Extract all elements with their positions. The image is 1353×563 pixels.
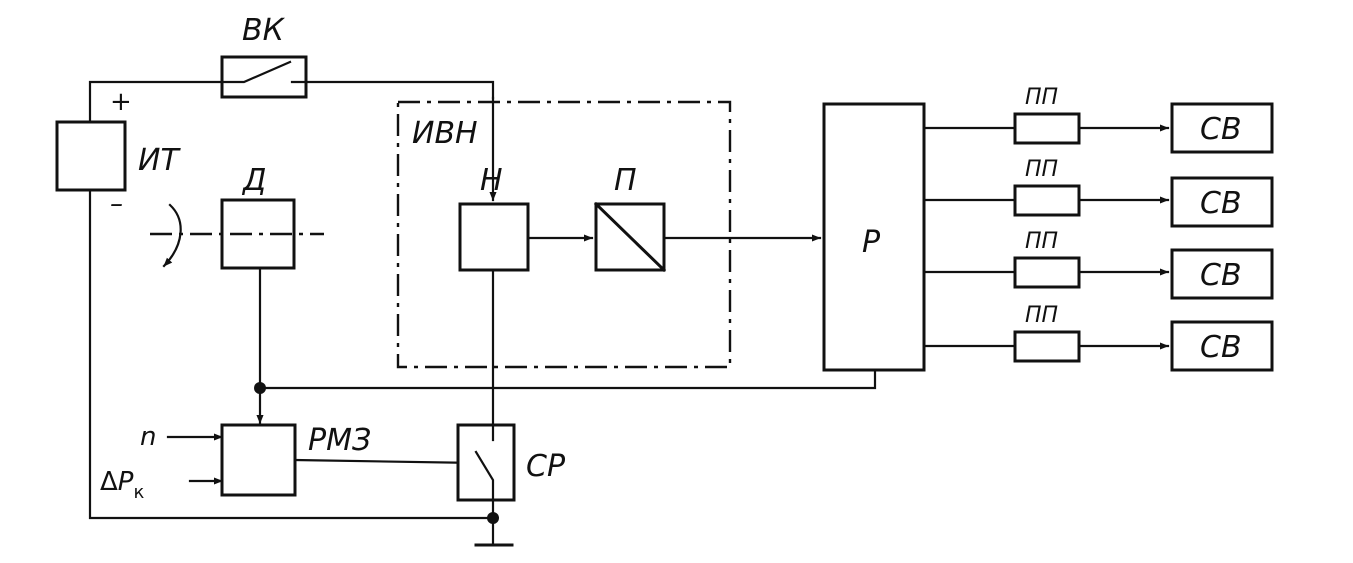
pp-block-4 bbox=[1013, 330, 1081, 363]
plus-label: + bbox=[110, 87, 132, 117]
sv-block-2 bbox=[1170, 176, 1274, 228]
pp-label-4: ПП bbox=[1025, 303, 1058, 328]
n-input-label: n bbox=[140, 422, 156, 452]
sr-switch-contacts bbox=[474, 423, 495, 502]
rmz-block bbox=[220, 423, 297, 497]
p-block-label: П bbox=[614, 163, 637, 198]
r-block bbox=[822, 102, 926, 372]
wire-rmz-to-sr bbox=[293, 458, 479, 467]
dp-subscript: к bbox=[133, 482, 144, 503]
pp-block-3 bbox=[1013, 256, 1081, 289]
sv-label-2: СВ bbox=[1200, 186, 1242, 221]
bk-switch-contacts bbox=[220, 60, 308, 84]
p-block-diagonal bbox=[593, 201, 667, 273]
rotation-arrow bbox=[162, 203, 182, 268]
sr-label: СР bbox=[526, 449, 566, 484]
wire-top-plus bbox=[88, 80, 224, 122]
d-label: Д bbox=[241, 163, 266, 198]
wire-bk-to-n bbox=[304, 80, 495, 100]
junction-dot-ground bbox=[487, 512, 499, 524]
r-block-label: Р bbox=[862, 225, 881, 260]
pp-label-2: ПП bbox=[1025, 157, 1058, 182]
sv-block-3 bbox=[1170, 248, 1274, 300]
dp-delta: Δ bbox=[100, 467, 118, 497]
sr-switch-block bbox=[456, 423, 516, 502]
pp-block-2 bbox=[1013, 184, 1081, 217]
n-block-label: Н bbox=[480, 163, 503, 198]
wire-feedback-from-r bbox=[258, 368, 877, 390]
bk-switch-box bbox=[220, 55, 308, 99]
it-label: ИТ bbox=[138, 143, 181, 178]
sv-label-4: СВ bbox=[1200, 330, 1242, 365]
wire-minus-return bbox=[88, 190, 495, 520]
junction-dot-d bbox=[254, 382, 266, 394]
ivn-frame bbox=[396, 100, 732, 369]
it-block bbox=[55, 120, 127, 192]
sv-label-3: СВ bbox=[1200, 258, 1242, 293]
ivn-label: ИВН bbox=[412, 116, 478, 151]
pp-block-1 bbox=[1013, 112, 1081, 145]
sv-label-1: СВ bbox=[1200, 112, 1242, 147]
rmz-label: РМЗ bbox=[308, 423, 371, 458]
dp-input-label: ΔPк bbox=[100, 467, 144, 503]
pp-label-3: ПП bbox=[1025, 229, 1058, 254]
dp-p: P bbox=[118, 467, 134, 497]
pp-label-1: ПП bbox=[1025, 85, 1058, 110]
sv-block-1 bbox=[1170, 102, 1274, 154]
sv-block-4 bbox=[1170, 320, 1274, 372]
n-block bbox=[458, 202, 530, 272]
minus-label: – bbox=[110, 189, 123, 219]
bk-label: ВК bbox=[242, 13, 286, 48]
